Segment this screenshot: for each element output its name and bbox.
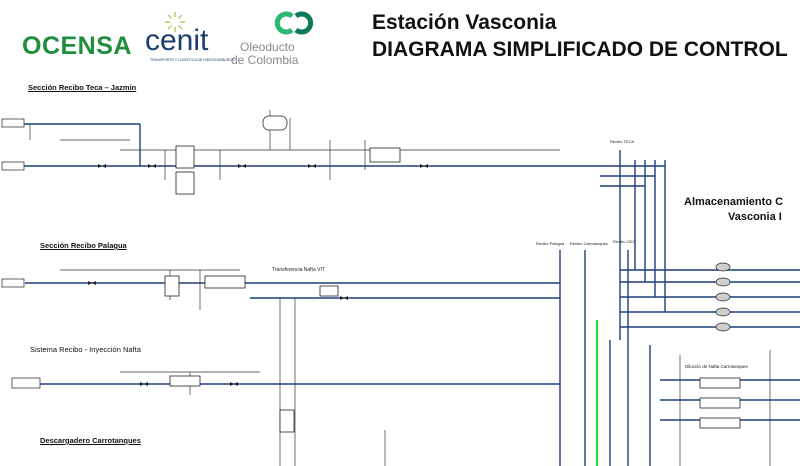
oleoducto-label-2: de Colombia — [231, 53, 299, 67]
section-teca-heading: Sección Recibo Teca – Jazmín — [28, 83, 137, 92]
recibo-teca-label: Recibo TECA — [610, 139, 635, 144]
nafta-skid — [169, 375, 201, 387]
palagua-skid — [204, 275, 246, 289]
almacenamiento-subheading: Vasconia I — [728, 211, 782, 223]
oleoducto-logo-icon — [270, 8, 320, 38]
recibo-odc-label: Recibo ODC — [613, 239, 636, 244]
dilucion-label: Dilución de Nafta Carrotanques — [685, 364, 748, 369]
teca-filter-2 — [175, 171, 195, 195]
section-nafta-heading: Sistema Recibo - Inyección Nafta — [30, 345, 141, 354]
tank-4 — [715, 307, 731, 317]
carrotanque-vessel — [279, 409, 295, 433]
section-palagua-heading: Sección Recibo Palagua — [40, 241, 127, 250]
cenit-logo: cenit — [145, 24, 209, 57]
dilucion-unit-2 — [699, 397, 741, 409]
palagua-filter — [164, 275, 180, 297]
tank-3 — [715, 292, 731, 302]
ocensa-logo: OCENSA — [22, 32, 132, 60]
tank-5 — [715, 322, 731, 332]
transferencia-label: Transferencia Nafta VIT — [272, 267, 325, 273]
dilucion-unit-3 — [699, 417, 741, 429]
oleoducto-label: Oleoducto — [240, 40, 295, 54]
cenit-sun-icon — [163, 10, 187, 34]
cenit-tagline: TRANSPORTE Y LOGÍSTICA DE HIDROCARBUROS — [150, 58, 235, 62]
almacenamiento-heading: Almacenamiento C — [684, 196, 784, 208]
page-subtitle: DIAGRAMA SIMPLIFICADO DE CONTROL — [372, 38, 788, 61]
dilucion-unit-1 — [699, 377, 741, 389]
transfer-pump — [319, 285, 339, 297]
section-carrotanques-heading: Descargadero Carrotanques — [40, 436, 141, 445]
teca-meter — [369, 147, 401, 163]
recibo-palagua-label: Recibo Palagua — [536, 241, 565, 246]
page-title: Estación Vasconia — [372, 11, 557, 34]
teca-filter-1 — [175, 145, 195, 169]
recibo-carrotanques-label: Recibo Carrotanques — [570, 241, 608, 246]
tank-1 — [715, 262, 731, 272]
teca-vessel — [262, 115, 288, 131]
tank-2 — [715, 277, 731, 287]
